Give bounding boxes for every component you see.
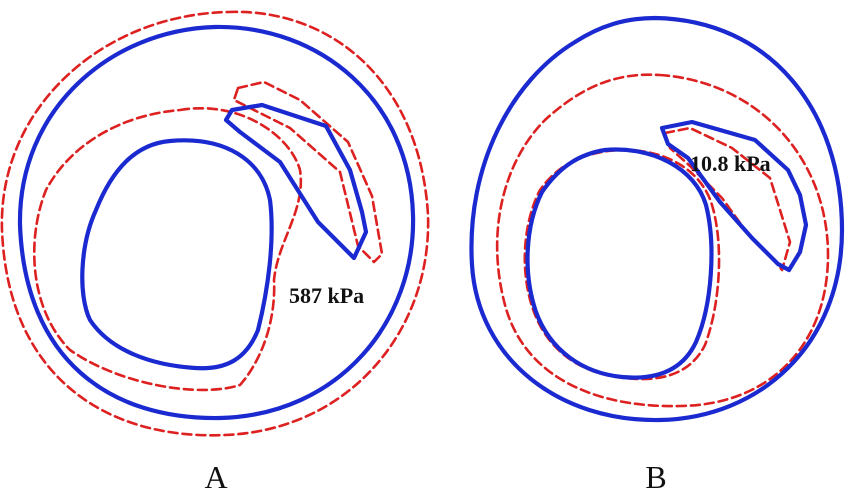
panel-a-pressure-label: 587 kPa [289,283,364,308]
panel-a-dashed-lumen [33,107,303,392]
panel-b-label: B [645,459,666,495]
panel-b-solid-lumen [525,147,714,380]
panel-a: 587 kPa A [0,10,430,495]
panel-b-pressure-label: 10.8 kPa [690,151,771,176]
panel-a-solid-outer-wall [17,24,416,421]
panel-b: 10.8 kPa B [469,15,845,495]
panel-a-solid-lumen [80,138,274,371]
panel-b-solid-plaque [659,119,809,273]
panel-b-dashed-plaque [663,126,792,272]
panel-b-dashed-outer-wall [495,73,830,408]
panel-a-dashed-outer-wall [0,10,430,437]
panel-b-solid-outer-wall [469,15,845,423]
panel-a-label: A [204,459,227,495]
panel-b-dashed-lumen [523,148,721,381]
panel-a-solid-plaque [223,102,369,261]
